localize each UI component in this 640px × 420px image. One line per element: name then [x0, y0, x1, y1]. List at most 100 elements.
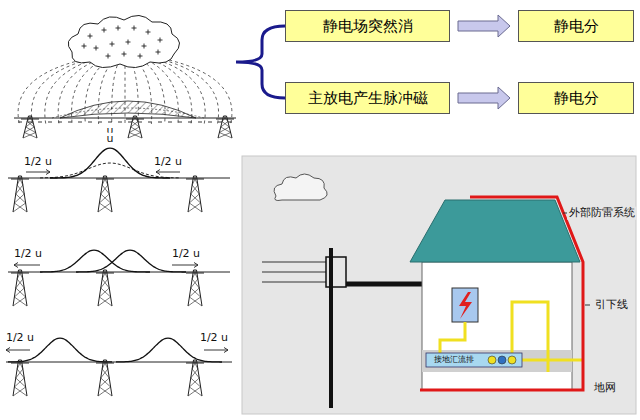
induced-charge-region [60, 101, 196, 118]
overhead-wire [262, 271, 326, 272]
block-arrow [458, 87, 510, 109]
terminal-dot [498, 356, 506, 364]
negative-charge-mark [18, 122, 22, 123]
equipotential-bar [426, 353, 522, 367]
negative-charge-mark [118, 122, 122, 123]
positive-charge-mark [132, 26, 137, 31]
positive-charge-mark [110, 42, 115, 47]
panel-background [242, 156, 636, 414]
half-amplitude-label: 1/2 u [198, 332, 230, 345]
negative-charge-mark [158, 122, 162, 123]
positive-charge-mark [106, 54, 111, 59]
positive-charge-mark [146, 30, 151, 35]
negative-charge-mark [108, 122, 112, 123]
negative-charge-mark [178, 122, 182, 123]
tower-symbol [186, 360, 204, 396]
part-label: 外部防雷系统 [567, 207, 637, 220]
positive-charge-mark [88, 34, 93, 39]
induced-charge-curve [52, 108, 204, 118]
tower-symbol [96, 360, 114, 396]
positive-charge-mark [158, 38, 163, 43]
part-label: 接地汇流排 [432, 355, 476, 364]
wave-direction-arrow [172, 263, 198, 268]
positive-charge-mark [138, 54, 143, 59]
negative-charge-mark [208, 122, 212, 123]
tower-symbol [126, 116, 144, 138]
negative-charge-mark [48, 122, 52, 123]
box-label: 静电场突然消 [323, 17, 413, 35]
tower-symbol [11, 270, 29, 306]
field-line [125, 60, 126, 124]
negative-charge-mark [198, 122, 202, 123]
overhead-wire [262, 281, 326, 282]
down-conductor [420, 197, 583, 390]
field-line [112, 60, 120, 124]
negative-charge-mark [188, 122, 192, 123]
positive-charge-mark [126, 40, 131, 45]
house-roof [410, 200, 580, 262]
bonding-wire [440, 322, 465, 353]
negative-charge-mark [168, 122, 172, 123]
wave-direction-arrow [26, 170, 50, 175]
tower-symbol [21, 116, 39, 138]
wave-figure [8, 148, 230, 212]
negative-charge-mark [78, 122, 82, 123]
half-amplitude-label: 1/2 u [12, 248, 44, 261]
half-amplitude-label: 1/2 u [22, 156, 54, 169]
cloud-field-figure [14, 15, 236, 138]
lightning-protection-figure [242, 156, 636, 414]
cloud-outline [274, 174, 327, 201]
tower-symbol [96, 270, 114, 306]
field-line [136, 60, 152, 124]
surge-protector-box [452, 288, 478, 322]
terminal-dot [508, 356, 516, 364]
thundercloud [68, 15, 179, 67]
leader-line [585, 305, 590, 306]
part-label: 地网 [592, 382, 618, 395]
wave-direction-arrow [204, 348, 228, 353]
negative-charge-mark [148, 122, 152, 123]
negative-charge-mark [58, 122, 62, 123]
wave-figure [6, 338, 232, 396]
tower-symbol [186, 270, 204, 306]
lightning-bolt-symbol [459, 292, 472, 319]
overhead-wire [262, 261, 326, 262]
positive-charge-mark [94, 46, 99, 51]
field-line [131, 60, 139, 124]
text-box: 静电分 [518, 82, 634, 114]
wave-direction-arrow [14, 263, 40, 268]
box-label: 静电分 [554, 17, 599, 35]
half-amplitude-label: 1/2 u [170, 248, 202, 261]
half-amplitude-label: 1/2 u [152, 156, 184, 169]
text-box: 主放电产生脉冲磁 [285, 82, 450, 114]
curly-bracket [236, 26, 285, 98]
pole-crossarm-box [326, 257, 346, 287]
box-label: 静电分 [554, 89, 599, 107]
utility-pole [329, 248, 333, 408]
house-wall [422, 262, 572, 390]
positive-charge-mark [122, 52, 127, 57]
positive-charge-mark [156, 50, 161, 55]
positive-charge-mark [82, 44, 87, 49]
voltage-wave-half [40, 250, 150, 272]
box-label: 主放电产生脉冲磁 [308, 89, 428, 107]
wave-direction-arrow [6, 348, 30, 353]
block-arrow [458, 15, 510, 37]
bonding-wire [520, 359, 583, 362]
transmission-wire [14, 118, 236, 119]
positive-charge-mark [102, 28, 107, 33]
tower-symbol [11, 176, 29, 212]
negative-charge-mark [38, 122, 42, 123]
tower-symbol [186, 176, 204, 212]
negative-charge-mark [98, 122, 102, 123]
positive-charge-mark [116, 26, 121, 31]
terminal-dot [488, 356, 496, 364]
negative-charge-mark [88, 122, 92, 123]
negative-charge-mark [68, 122, 72, 123]
amplitude-label: u [105, 133, 116, 146]
tower-symbol [96, 176, 114, 212]
wave-direction-arrow [156, 170, 180, 175]
